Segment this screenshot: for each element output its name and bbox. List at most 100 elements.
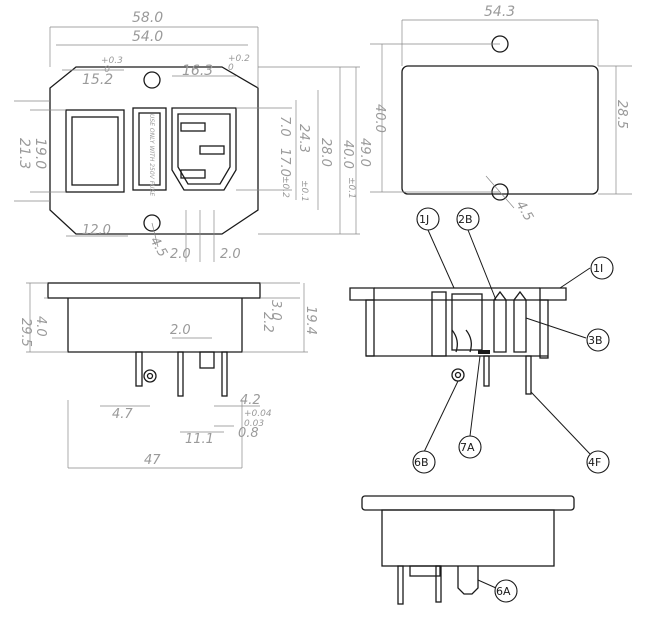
tag-2B: 2B: [456, 207, 480, 231]
dim-490: 49.0: [357, 138, 372, 167]
dim-190: 19.0: [32, 138, 48, 169]
dim-20a: 2.0: [170, 247, 191, 262]
fuse-holder-outer: [132, 107, 167, 191]
svg-text:3B: 3B: [588, 334, 603, 347]
section-view: 1J 2B 1I 3B 6B 7A 4F: [349, 207, 614, 474]
section-flange-left: [349, 287, 375, 301]
side-dim-20: 2.0: [170, 323, 191, 338]
section-terminal-eye-inner: [454, 371, 462, 379]
iec-pin-middle: [199, 145, 225, 155]
side-dim-111: 11.1: [185, 432, 214, 447]
section-fuse-chamber: [451, 293, 483, 351]
bottom-view: 6A: [361, 495, 575, 605]
tol-0: 0: [228, 63, 234, 73]
section-terminal-1: [483, 355, 490, 387]
cutout-rect: [401, 65, 599, 195]
side-terminal-4: [221, 351, 228, 397]
side-dim-47: 4.7: [112, 407, 133, 422]
tol-pm02: ±0.2: [280, 176, 290, 198]
dim-45: 4.5: [147, 235, 170, 260]
section-wall-mid: [431, 291, 447, 357]
section-terminal-2: [525, 355, 532, 395]
section-contact: [478, 350, 490, 354]
bottom-terminal-3: [435, 565, 442, 603]
tol-pm01b: ±0.1: [346, 177, 356, 199]
side-body: [67, 298, 243, 353]
section-wall-left: [365, 299, 375, 357]
section-flange-right: [539, 287, 567, 301]
bottom-terminal-2: [409, 565, 441, 577]
svg-text:7A: 7A: [460, 441, 475, 454]
tag-6B: 6B: [412, 450, 436, 474]
cutout-dim-height: 40.0: [372, 104, 387, 133]
side-dim-194: 19.4: [303, 306, 318, 335]
side-dim-47-width: 47: [144, 453, 161, 468]
iec-inlet-inner: [177, 113, 231, 185]
switch-outer: [65, 109, 125, 193]
side-terminal-1: [135, 351, 143, 387]
svg-text:2B: 2B: [458, 213, 473, 226]
front-mount-hole-bottom: [143, 214, 161, 232]
side-dim-42: 4.2: [240, 393, 261, 408]
side-dim-295: 29.5: [18, 318, 33, 347]
dim-213: 21.3: [16, 138, 32, 169]
cutout-view: 54.3 40.0 28.5 4.5: [370, 4, 632, 224]
tag-1I: 1I: [590, 256, 614, 280]
cutout-dim-hole: 4.5: [513, 199, 536, 224]
front-flange-outline: [49, 66, 259, 235]
tol-p03: +0.3: [101, 56, 123, 66]
svg-text:1I: 1I: [593, 262, 603, 275]
fuse-warning-text: USE ONLY WITH 250V FUSE: [148, 114, 155, 196]
section-wall-right: [539, 299, 549, 359]
side-terminal-eye: [143, 369, 157, 383]
dim-280: 28.0: [318, 138, 333, 167]
svg-text:4F: 4F: [588, 456, 601, 469]
tol-p02: +0.2: [228, 54, 250, 64]
bottom-body: [381, 509, 555, 567]
tag-3B: 3B: [586, 328, 610, 352]
tol-pm01a: ±0.1: [299, 180, 309, 202]
dim-70: 7.0: [277, 116, 292, 137]
svg-text:1J: 1J: [419, 213, 429, 226]
tag-1J: 1J: [416, 207, 440, 231]
section-pin-1: [493, 290, 507, 353]
side-flange: [47, 282, 261, 299]
cutout-dim-inner: 28.5: [614, 100, 629, 129]
side-terminal-eye-inner: [146, 372, 154, 380]
svg-text:6A: 6A: [496, 585, 511, 598]
side-terminal-2: [177, 351, 184, 397]
side-dim-22: 2.2: [260, 312, 275, 333]
tag-4F: 4F: [586, 450, 610, 474]
tol-m0: -0: [101, 65, 110, 75]
side-tol-p004: +0.04: [244, 409, 272, 419]
switch-inner: [71, 116, 119, 186]
side-tol-003: 0.03: [244, 419, 264, 429]
tag-7A: 7A: [458, 435, 482, 459]
section-terminal-eye: [451, 368, 465, 382]
dim-163: 16.3: [182, 63, 213, 79]
dim-58: 58.0: [132, 10, 163, 26]
dim-243: 24.3: [296, 124, 311, 153]
bottom-flange: [361, 495, 575, 511]
side-dim-08: 0.8: [238, 426, 259, 441]
section-pin-2: [513, 290, 527, 353]
fuse-holder-inner: [138, 112, 161, 186]
side-view: 4.0 29.5 2.0 3.0 2.2 19.4 4.7 4.2 +0.04 …: [18, 282, 318, 469]
dim-20b: 2.0: [220, 247, 241, 262]
tag-6A: 6A: [494, 579, 518, 603]
iec-pin-top: [180, 122, 206, 132]
section-spring: [451, 329, 472, 353]
front-view: USE ONLY WITH 250V FUSE 58.0 54.0 +0.: [14, 10, 372, 262]
svg-text:6B: 6B: [414, 456, 429, 469]
front-mount-hole-top: [143, 71, 161, 89]
bottom-screw: [457, 566, 479, 595]
iec-pin-bottom: [180, 169, 206, 179]
dim-400: 40.0: [340, 140, 355, 169]
side-dim-40: 4.0: [33, 316, 48, 337]
dim-170: 17.0: [277, 148, 292, 177]
side-dim-30: 3.0: [268, 300, 283, 321]
bottom-terminal-1: [397, 565, 404, 605]
dim-120: 12.0: [82, 223, 111, 238]
side-terminal-3: [199, 351, 215, 369]
